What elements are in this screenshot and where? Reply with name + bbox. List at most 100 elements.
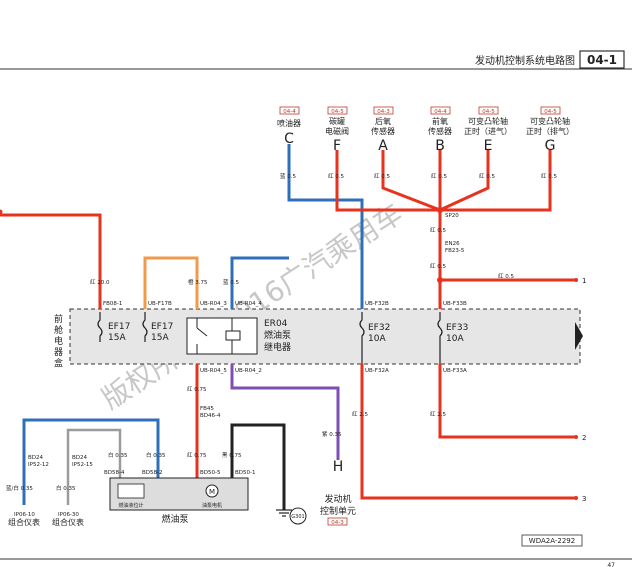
svg-text:E: E <box>484 138 493 154</box>
svg-text:白 0.35: 白 0.35 <box>108 451 128 459</box>
svg-text:红 0.5: 红 0.5 <box>430 226 446 234</box>
wire-black-ground <box>230 423 286 510</box>
svg-text:可变凸轮轴: 可变凸轮轴 <box>530 116 570 126</box>
connector-rear-o2[interactable]: 04-3 后氧 传感器 A <box>371 106 395 154</box>
svg-text:前氧: 前氧 <box>432 116 448 126</box>
svg-text:蓝 0.5: 蓝 0.5 <box>223 278 239 286</box>
fuse-box-arrow-icon <box>575 322 583 350</box>
svg-text:喷油器: 喷油器 <box>277 118 301 128</box>
svg-text:04-4: 04-4 <box>434 109 447 115</box>
svg-text:M: M <box>209 488 215 496</box>
svg-text:正时（排气）: 正时（排气） <box>526 126 574 136</box>
svg-text:EF32: EF32 <box>368 323 390 333</box>
svg-text:UB-R04_3: UB-R04_3 <box>200 301 227 307</box>
fuse-pin-labels: FB08-1 UB-F17B UB-R04_3 UB-R04_4 UB-F32B… <box>103 301 467 374</box>
svg-text:组合仪表: 组合仪表 <box>8 517 40 527</box>
svg-text:红 2.5: 红 2.5 <box>430 410 446 418</box>
svg-text:白 0.35: 白 0.35 <box>146 451 166 459</box>
svg-text:红 0.5: 红 0.5 <box>374 172 390 180</box>
svg-text:传感器: 传感器 <box>428 126 452 136</box>
svg-text:控制单元: 控制单元 <box>320 505 356 517</box>
relay-er04[interactable]: ER04 燃油泵 继电器 <box>186 317 291 355</box>
svg-text:BD50-5: BD50-5 <box>200 470 221 476</box>
wire-orange <box>143 256 199 309</box>
fuse-box <box>69 308 581 365</box>
svg-text:红 0.5: 红 0.5 <box>479 172 495 180</box>
svg-text:FB45: FB45 <box>200 406 214 412</box>
svg-text:黑 0.75: 黑 0.75 <box>222 452 242 459</box>
svg-text:04-3: 04-3 <box>377 109 390 115</box>
svg-text:油泵电机: 油泵电机 <box>202 502 222 509</box>
connector-cam-intake[interactable]: 04-5 可变凸轮轴 正时（进气） E <box>464 106 512 154</box>
connector-front-o2[interactable]: 04-4 前氧 传感器 B <box>428 106 452 154</box>
svg-text:红 0.5: 红 0.5 <box>431 172 447 180</box>
instrument-cluster-2[interactable]: BD24 IP52-15 白 0.35 IP06-30 组合仪表 <box>52 455 93 527</box>
svg-text:BD24: BD24 <box>72 455 88 461</box>
wire-red-sensor-g <box>440 150 552 212</box>
wire-red-sensor-a <box>381 150 441 212</box>
svg-text:可变凸轮轴: 可变凸轮轴 <box>468 116 508 126</box>
svg-text:组合仪表: 组合仪表 <box>52 517 84 527</box>
svg-text:白 0.35: 白 0.35 <box>56 484 76 492</box>
wire-gauge-labels: 红 0.5 红 0.5 红 0.5 红 0.5 红 0.5 蓝 0.5 SP20… <box>90 172 557 286</box>
svg-text:FB23-5: FB23-5 <box>445 248 465 254</box>
svg-text:传感器: 传感器 <box>371 126 395 136</box>
svg-text:ER04: ER04 <box>264 319 288 329</box>
svg-text:UB-R04_2: UB-R04_2 <box>235 368 262 374</box>
svg-text:燃油泵: 燃油泵 <box>264 329 291 341</box>
fuse-ef17-a[interactable]: EF17 15A <box>97 312 130 343</box>
fuel-pump[interactable]: M 燃油液位计 油泵电机 燃油泵 <box>109 477 249 525</box>
svg-text:正时（进气）: 正时（进气） <box>464 126 512 136</box>
svg-text:2: 2 <box>582 434 586 442</box>
svg-text:UB-R04_5: UB-R04_5 <box>200 368 227 374</box>
fuse-ef32[interactable]: EF32 10A <box>359 312 390 364</box>
svg-text:BD58-2: BD58-2 <box>142 470 163 476</box>
svg-text:红 0.5: 红 0.5 <box>328 172 344 180</box>
svg-text:15A: 15A <box>151 333 169 343</box>
connector-cam-exhaust[interactable]: 04-5 可变凸轮轴 正时（排气） G <box>526 106 574 154</box>
wire-blue-cluster-1 <box>22 418 160 505</box>
ecu-connector[interactable]: H 发动机 控制单元 04-3 <box>320 459 356 526</box>
svg-text:蓝/白 0.35: 蓝/白 0.35 <box>6 484 33 492</box>
wire-red-sensor-f <box>335 150 440 212</box>
wire-blue-injector-up <box>287 144 364 309</box>
svg-text:红 0.5: 红 0.5 <box>430 262 446 270</box>
instrument-cluster-1[interactable]: BD24 IP52-12 蓝/白 0.35 IP06-10 组合仪表 <box>6 455 49 527</box>
lower-wire-labels: 红 0.75 FB45 BD46-4 红 2.5 红 2.5 紫 0.35 <box>187 385 446 438</box>
svg-text:继电器: 继电器 <box>264 341 291 353</box>
svg-text:电磁阀: 电磁阀 <box>325 126 349 136</box>
svg-text:红 0.75: 红 0.75 <box>187 451 207 459</box>
svg-text:BD50-1: BD50-1 <box>235 470 256 476</box>
svg-text:红 0.75: 红 0.75 <box>187 385 207 393</box>
svg-text:燃油泵: 燃油泵 <box>161 513 188 525</box>
svg-text:BD58-4: BD58-4 <box>104 470 125 476</box>
svg-text:04-5: 04-5 <box>482 109 495 115</box>
svg-text:1: 1 <box>582 277 586 285</box>
svg-text:C: C <box>284 131 294 147</box>
svg-text:红 2.5: 红 2.5 <box>352 410 368 418</box>
svg-text:橙 3.75: 橙 3.75 <box>188 278 208 286</box>
svg-text:EN26: EN26 <box>445 241 460 247</box>
svg-text:FB08-1: FB08-1 <box>103 301 122 307</box>
svg-text:10A: 10A <box>368 334 386 344</box>
wire-gray-cluster-2 <box>66 428 122 505</box>
wire-red-exit-3 <box>360 364 575 500</box>
diagram-id: WDA2A-2292 <box>529 537 575 545</box>
svg-text:发动机: 发动机 <box>324 493 351 505</box>
svg-text:04-5: 04-5 <box>331 109 344 115</box>
svg-text:H: H <box>333 459 344 475</box>
svg-text:04-4: 04-4 <box>283 109 296 115</box>
svg-text:UB-R04_4: UB-R04_4 <box>235 301 262 307</box>
connector-canister-valve[interactable]: 04-5 碳罐 电磁阀 F <box>325 106 349 154</box>
exit-markers: 1 2 3 <box>574 277 586 503</box>
svg-text:SP20: SP20 <box>445 213 459 219</box>
svg-text:UB-F32B: UB-F32B <box>365 301 389 307</box>
fuse-ef17-b[interactable]: EF17 15A <box>142 312 173 343</box>
svg-text:器: 器 <box>54 347 63 358</box>
connector-injector[interactable]: 04-4 喷油器 C <box>277 106 301 147</box>
svg-text:红 0.5: 红 0.5 <box>541 172 557 180</box>
svg-text:UB-F33B: UB-F33B <box>443 301 467 307</box>
fuse-ef33[interactable]: EF33 10A <box>437 312 468 364</box>
svg-text:EF17: EF17 <box>108 322 130 332</box>
